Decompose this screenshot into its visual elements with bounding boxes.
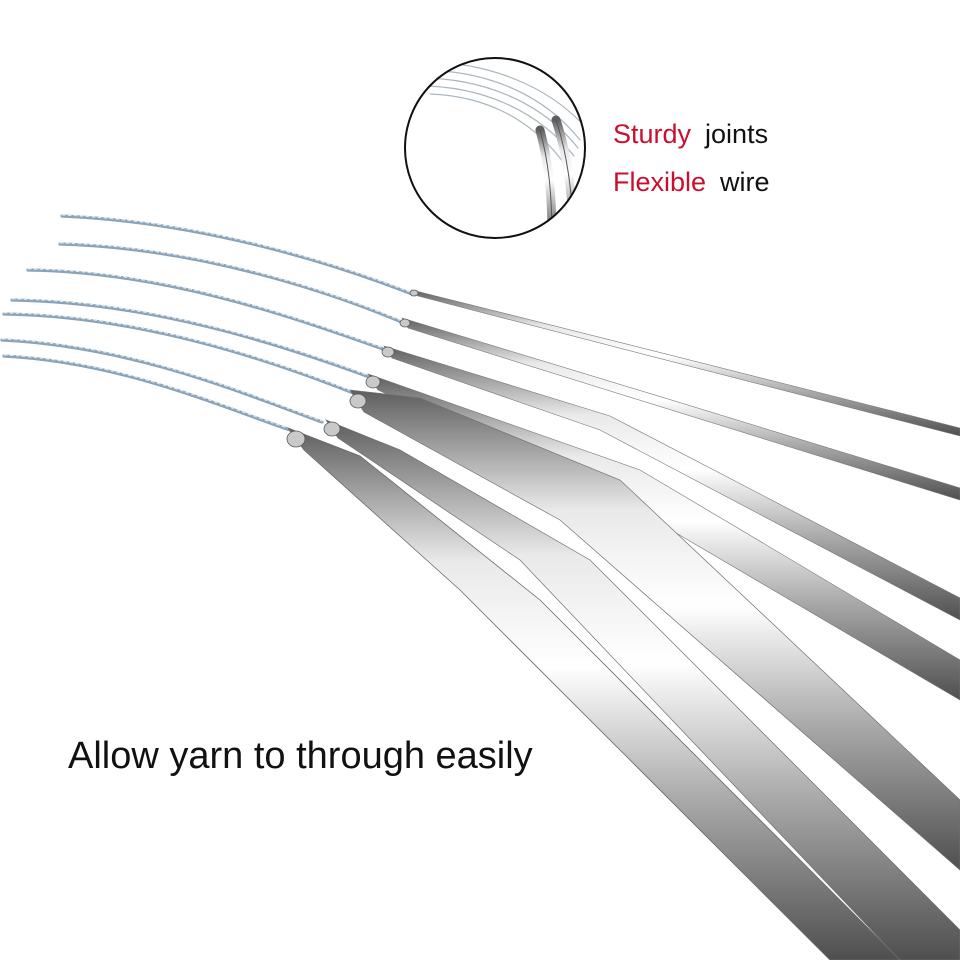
cable-3	[26, 268, 388, 352]
needle-5	[349, 389, 960, 871]
caption-highlight-sturdy: Sturdy	[613, 119, 692, 149]
cable-5	[2, 312, 358, 396]
inset-border	[404, 57, 586, 239]
needle-bodies	[286, 289, 960, 960]
caption-text-wire: wire	[720, 167, 770, 197]
needle-6	[325, 419, 960, 960]
cable-7	[2, 354, 292, 432]
caption-text-joints: joints	[705, 119, 769, 149]
cable-2	[58, 242, 406, 325]
caption-highlight-flexible: Flexible	[613, 167, 707, 197]
needle-3	[383, 345, 960, 621]
caption-flexible-wire: Flexible wire	[613, 166, 770, 198]
cable-6	[0, 338, 324, 424]
cable-1	[60, 214, 414, 296]
cable-4	[10, 298, 374, 380]
needle-7	[286, 427, 901, 960]
joint-closeup-inset	[404, 57, 586, 239]
cable-wires	[0, 214, 414, 432]
caption-sturdy-joints: Sturdy joints	[613, 118, 768, 150]
bottom-caption: Allow yarn to through easily	[68, 735, 533, 777]
